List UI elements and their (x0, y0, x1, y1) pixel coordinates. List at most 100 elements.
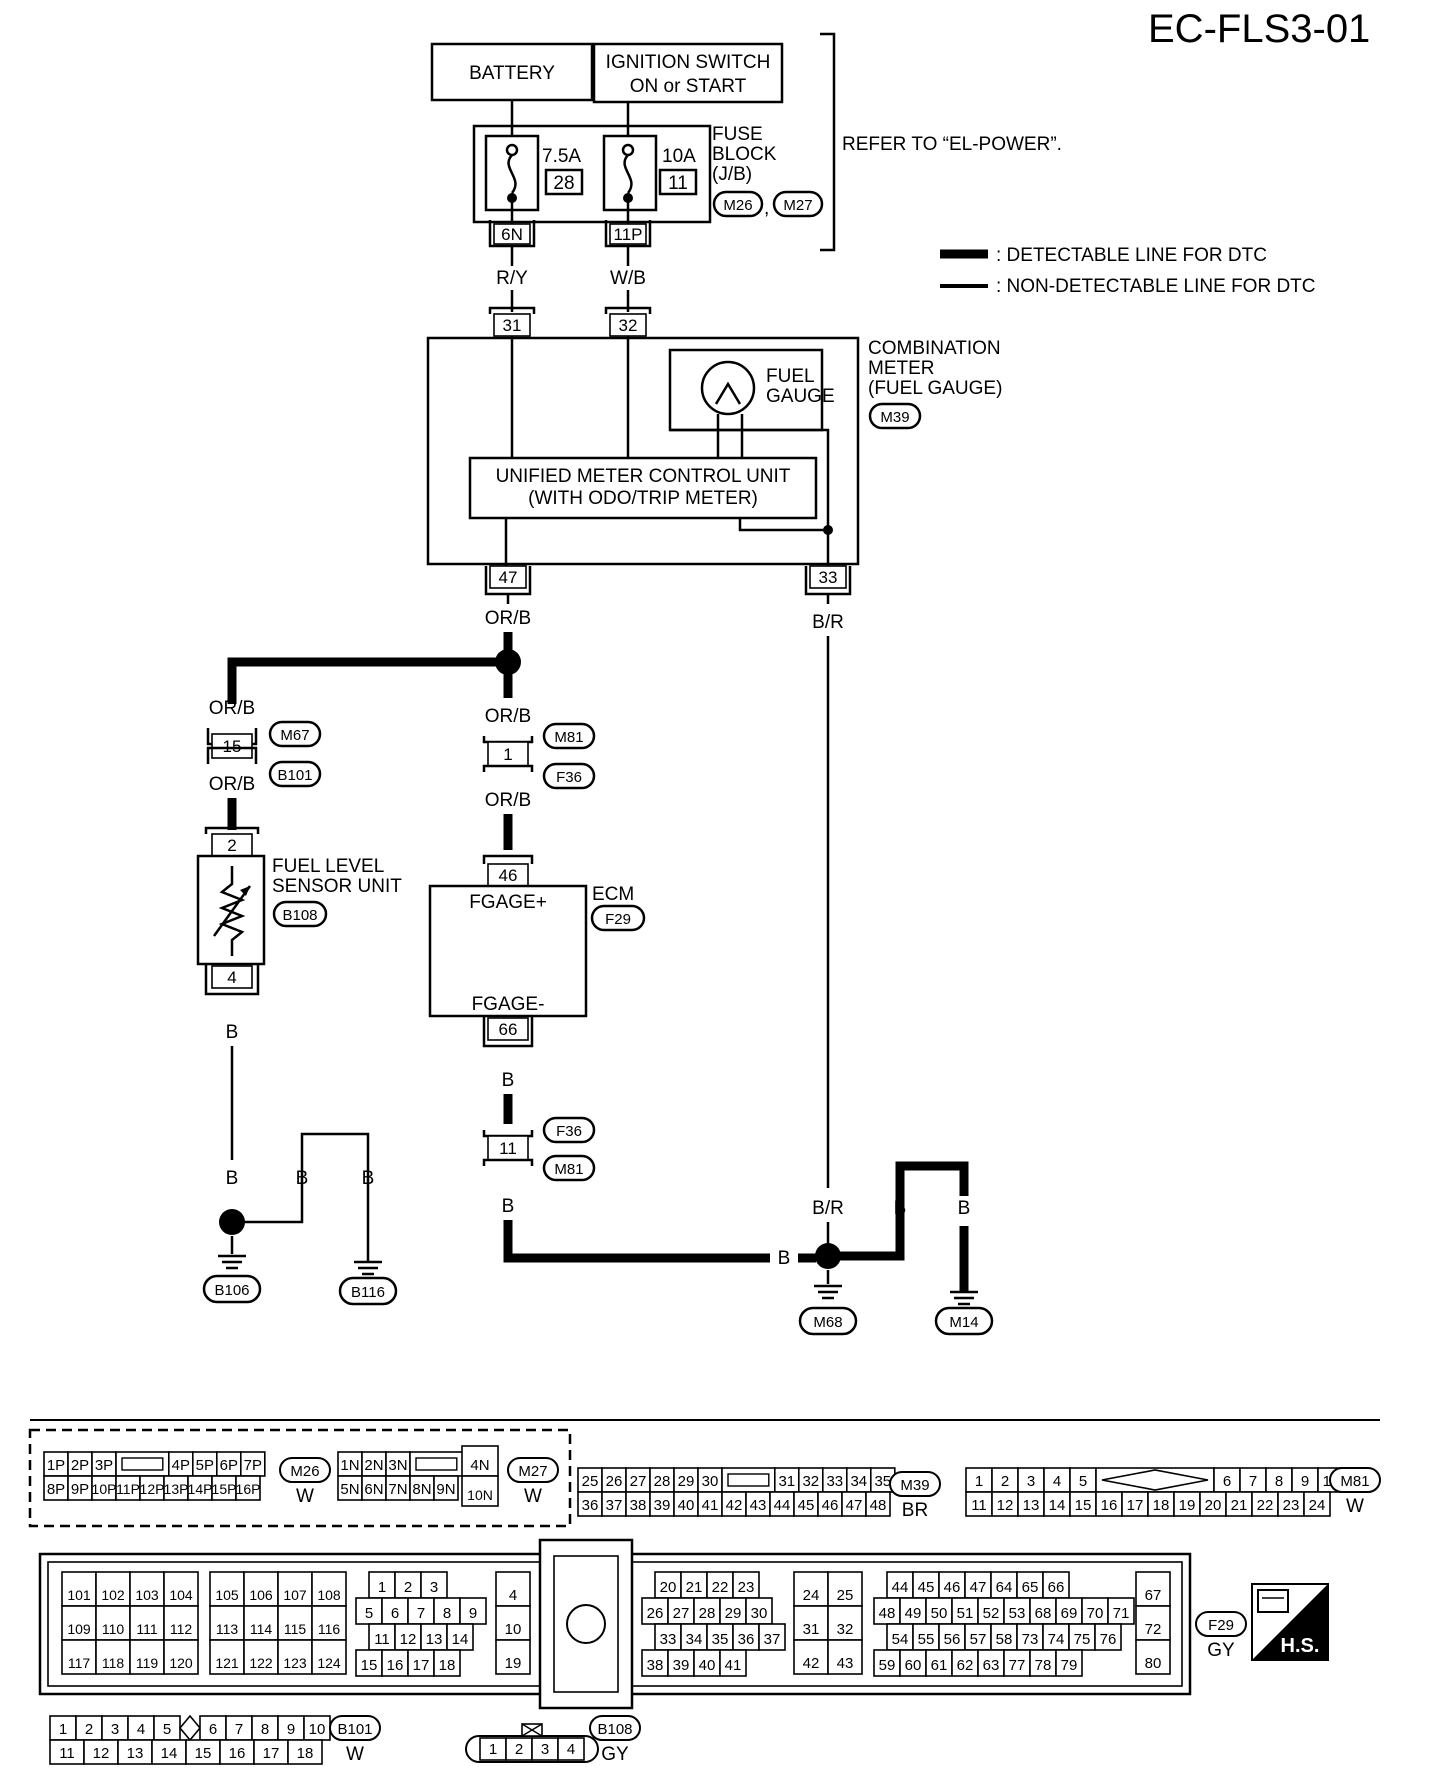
svg-text:39: 39 (654, 1497, 671, 1514)
f29-cavity-18: 18 (433, 1649, 461, 1677)
f29-cavity-78: 78 (1029, 1649, 1057, 1677)
f29-cavity-31: 31 (793, 1605, 829, 1641)
f29-cavity-49: 49 (899, 1597, 927, 1625)
b101-cavity-6: 6 (199, 1715, 227, 1741)
svg-text:6P: 6P (220, 1457, 238, 1474)
svg-text:55: 55 (918, 1631, 935, 1648)
fuse-28-number: 28 (553, 173, 574, 194)
m39-cavity-34: 34 (845, 1467, 872, 1493)
svg-text:M14: M14 (949, 1314, 978, 1331)
f29-cavity-117: 117 (61, 1639, 97, 1675)
refer-bracket (820, 32, 836, 252)
f29-cavity-55: 55 (912, 1623, 940, 1651)
svg-text:12: 12 (93, 1745, 110, 1762)
f29-cavity-67: 67 (1135, 1571, 1171, 1607)
svg-text:51: 51 (957, 1605, 974, 1622)
m39-cavity-40: 40 (673, 1491, 699, 1517)
pin-11p: 11P (614, 225, 643, 244)
svg-text:69: 69 (1061, 1605, 1078, 1622)
svg-text:18: 18 (1153, 1497, 1170, 1514)
svg-text:1: 1 (975, 1473, 983, 1490)
svg-text:65: 65 (1022, 1579, 1039, 1596)
svg-text:2: 2 (515, 1741, 523, 1758)
wire-ry: R/Y (496, 268, 528, 289)
svg-text:M26: M26 (723, 197, 752, 214)
svg-text:6: 6 (209, 1721, 217, 1738)
f29-cavity-69: 69 (1055, 1597, 1083, 1625)
svg-text:16P: 16P (236, 1481, 261, 1497)
svg-text:43: 43 (837, 1655, 854, 1672)
svg-text:68: 68 (1035, 1605, 1052, 1622)
svg-text:80: 80 (1145, 1655, 1162, 1672)
conn-f36-badge (542, 762, 596, 790)
m81-key-diamond (1101, 1469, 1209, 1491)
svg-text:120: 120 (169, 1655, 193, 1671)
m27-cavity-2N: 2N (361, 1451, 387, 1477)
svg-text:36: 36 (582, 1497, 599, 1514)
svg-text:42: 42 (803, 1655, 820, 1672)
svg-text:106: 106 (249, 1587, 273, 1603)
fuse-11-symbol (623, 154, 633, 194)
svg-text:45: 45 (798, 1497, 815, 1514)
svg-text:M26: M26 (290, 1463, 319, 1480)
svg-text:6: 6 (391, 1605, 399, 1622)
svg-text:3P: 3P (95, 1457, 113, 1474)
f29-cavity-8: 8 (433, 1597, 461, 1625)
svg-text:78: 78 (1035, 1657, 1052, 1674)
svg-text:13: 13 (127, 1745, 144, 1762)
svg-text:5P: 5P (196, 1457, 214, 1474)
f29-cavity-21: 21 (680, 1571, 708, 1599)
m39-cavity-32: 32 (797, 1467, 824, 1493)
f29-cavity-32: 32 (827, 1605, 863, 1641)
m39-cavity-43: 43 (745, 1491, 771, 1517)
f29-cavity-57: 57 (964, 1623, 992, 1651)
svg-text:15: 15 (1075, 1497, 1092, 1514)
svg-text:111: 111 (136, 1621, 157, 1637)
fuse-11-rating: 10A (662, 146, 696, 167)
svg-text:M68: M68 (813, 1314, 842, 1331)
m26-cavity-1P: 1P (43, 1451, 69, 1477)
svg-text:66: 66 (1048, 1579, 1065, 1596)
f29-cavity-41: 41 (719, 1649, 747, 1677)
svg-text:15P: 15P (212, 1481, 237, 1497)
m39-cavity-45: 45 (793, 1491, 819, 1517)
svg-text:15: 15 (195, 1745, 212, 1762)
f29-center-boss (566, 1604, 606, 1644)
wire-br-lower: B/R (812, 1198, 844, 1219)
m81-cavity-24: 24 (1303, 1491, 1331, 1517)
svg-text:2: 2 (85, 1721, 93, 1738)
pin-66: 66 (499, 1020, 518, 1039)
svg-text:9N: 9N (436, 1481, 455, 1498)
svg-text:37: 37 (764, 1631, 781, 1648)
fuse-block-label: FUSE (712, 124, 763, 145)
svg-text:23: 23 (738, 1579, 755, 1596)
f29-cavity-30: 30 (745, 1597, 773, 1625)
svg-text:W: W (1346, 1496, 1364, 1517)
svg-text:102: 102 (101, 1587, 125, 1603)
fuse-11-number: 11 (668, 173, 688, 194)
ignition-switch-label: IGNITION SWITCH (606, 52, 771, 73)
svg-text:57: 57 (970, 1631, 987, 1648)
unified-meter-label-2: (WITH ODO/TRIP METER) (528, 488, 758, 509)
wire-b-bridge-2: B (894, 1198, 907, 1219)
ignition-switch-state: ON or START (630, 76, 747, 97)
svg-text:8: 8 (261, 1721, 269, 1738)
svg-text:B101: B101 (277, 767, 312, 784)
svg-text:3N: 3N (388, 1457, 407, 1474)
svg-text:14: 14 (1049, 1497, 1066, 1514)
svg-text:37: 37 (606, 1497, 623, 1514)
ground-m14-icon (950, 1290, 978, 1306)
m81-cavity-15: 15 (1069, 1491, 1097, 1517)
svg-text:27: 27 (630, 1473, 647, 1490)
svg-text:38: 38 (647, 1657, 664, 1674)
m27-cavity-4n: 4N (461, 1445, 499, 1477)
m26-cavity-2P: 2P (67, 1451, 93, 1477)
svg-text:122: 122 (249, 1655, 273, 1671)
f29-cavity-28: 28 (693, 1597, 721, 1625)
f29-cavity-47: 47 (964, 1571, 992, 1599)
f29-cavity-17: 17 (407, 1649, 435, 1677)
svg-text:F36: F36 (556, 769, 582, 786)
f29-cavity-106: 106 (243, 1571, 279, 1607)
f29-cavity-9: 9 (459, 1597, 487, 1625)
